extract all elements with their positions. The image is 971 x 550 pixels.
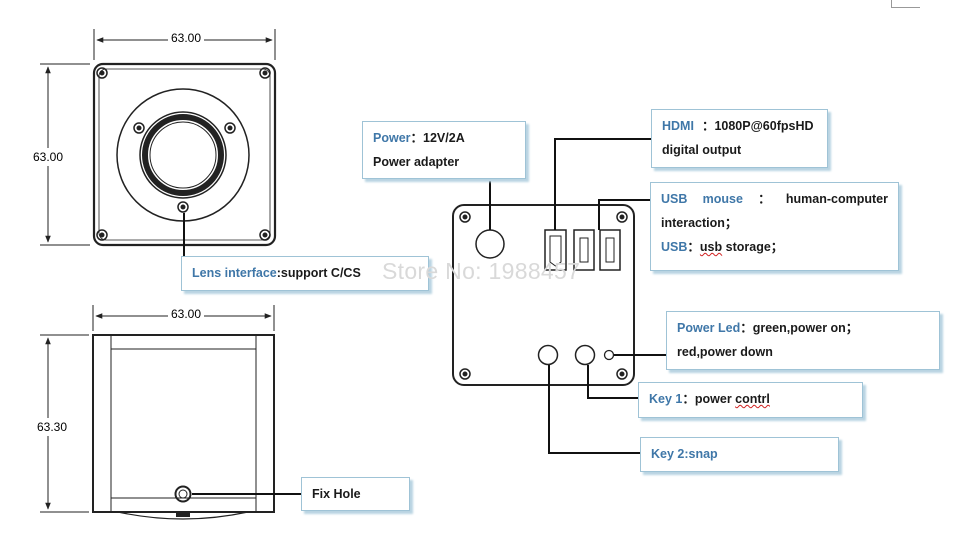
key1-button bbox=[574, 344, 596, 366]
hdmi-callout: HDMI ：1080P@60fpsHD digital output bbox=[651, 109, 828, 168]
side-width-label: 63.00 bbox=[168, 307, 205, 321]
corner-mark bbox=[891, 0, 920, 8]
power-callout: Power：12V/2A Power adapter bbox=[362, 121, 526, 179]
usb-line2: interaction； bbox=[661, 216, 738, 230]
back-screw-holes bbox=[459, 211, 628, 380]
key1-callout: Key 1：power contrl bbox=[638, 382, 863, 418]
key1-value-word: contrl bbox=[735, 392, 770, 406]
fix-hole-label: Fix Hole bbox=[312, 487, 361, 501]
key2-button bbox=[537, 344, 559, 366]
power-line2: Power adapter bbox=[373, 155, 460, 169]
key2-callout: Key 2:snap bbox=[640, 437, 839, 472]
usb-storage-key: USB bbox=[661, 240, 688, 254]
lens-interface-value: :support C/CS bbox=[276, 266, 361, 280]
power-key: Power bbox=[373, 131, 411, 145]
side-view bbox=[92, 334, 275, 520]
side-dimensions bbox=[40, 305, 275, 513]
usb-port-1 bbox=[573, 229, 595, 271]
usb-callout: USB mouse ： human-computer interaction； … bbox=[650, 182, 899, 271]
hdmi-key: HDMI bbox=[662, 119, 694, 133]
front-screw-holes bbox=[96, 67, 271, 241]
power-led bbox=[603, 349, 615, 361]
power-led-callout: Power Led：green,power on； red,power down bbox=[666, 311, 940, 370]
front-dimensions bbox=[40, 29, 276, 246]
usb-port-2 bbox=[599, 229, 621, 271]
power-sep: ： bbox=[410, 131, 424, 145]
usb-storage-usb: usb bbox=[699, 240, 723, 254]
watermark: Store No: 1988457 bbox=[382, 258, 581, 284]
lens-interface-key: Lens interface bbox=[192, 266, 277, 280]
usb-key: USB bbox=[661, 192, 688, 206]
hdmi-line2: digital output bbox=[662, 143, 742, 157]
usb-storage-rest: storage； bbox=[722, 240, 784, 254]
power-led-sep: ： bbox=[740, 321, 753, 335]
power-led-key: Power Led bbox=[677, 321, 741, 335]
usb-sep: ： bbox=[758, 192, 771, 206]
usb-storage-sep: ： bbox=[687, 240, 700, 254]
power-value: 12V/2A bbox=[423, 131, 465, 145]
leader-lines bbox=[183, 138, 666, 495]
usb-mouse-key: mouse bbox=[702, 192, 743, 206]
front-height-label: 63.00 bbox=[33, 148, 64, 166]
side-height-label: 63.30 bbox=[37, 418, 68, 436]
usb-mouse-value: human-computer bbox=[785, 192, 888, 206]
lens-interface-callout: Lens interface:support C/CS bbox=[181, 256, 429, 291]
fix-hole-callout: Fix Hole bbox=[301, 477, 410, 511]
back-panel bbox=[452, 204, 635, 386]
front-width-label: 63.00 bbox=[168, 31, 205, 45]
power-led-line2: red,power down bbox=[677, 345, 773, 359]
power-led-value: green,power on； bbox=[752, 321, 859, 335]
key2-label: Key 2:snap bbox=[651, 447, 718, 461]
key1-value: power bbox=[694, 392, 736, 406]
hdmi-value: ：1080P@60fpsHD bbox=[701, 119, 814, 133]
key1-key: Key 1 bbox=[649, 392, 683, 406]
key1-sep: ： bbox=[682, 392, 695, 406]
power-jack bbox=[475, 229, 505, 259]
